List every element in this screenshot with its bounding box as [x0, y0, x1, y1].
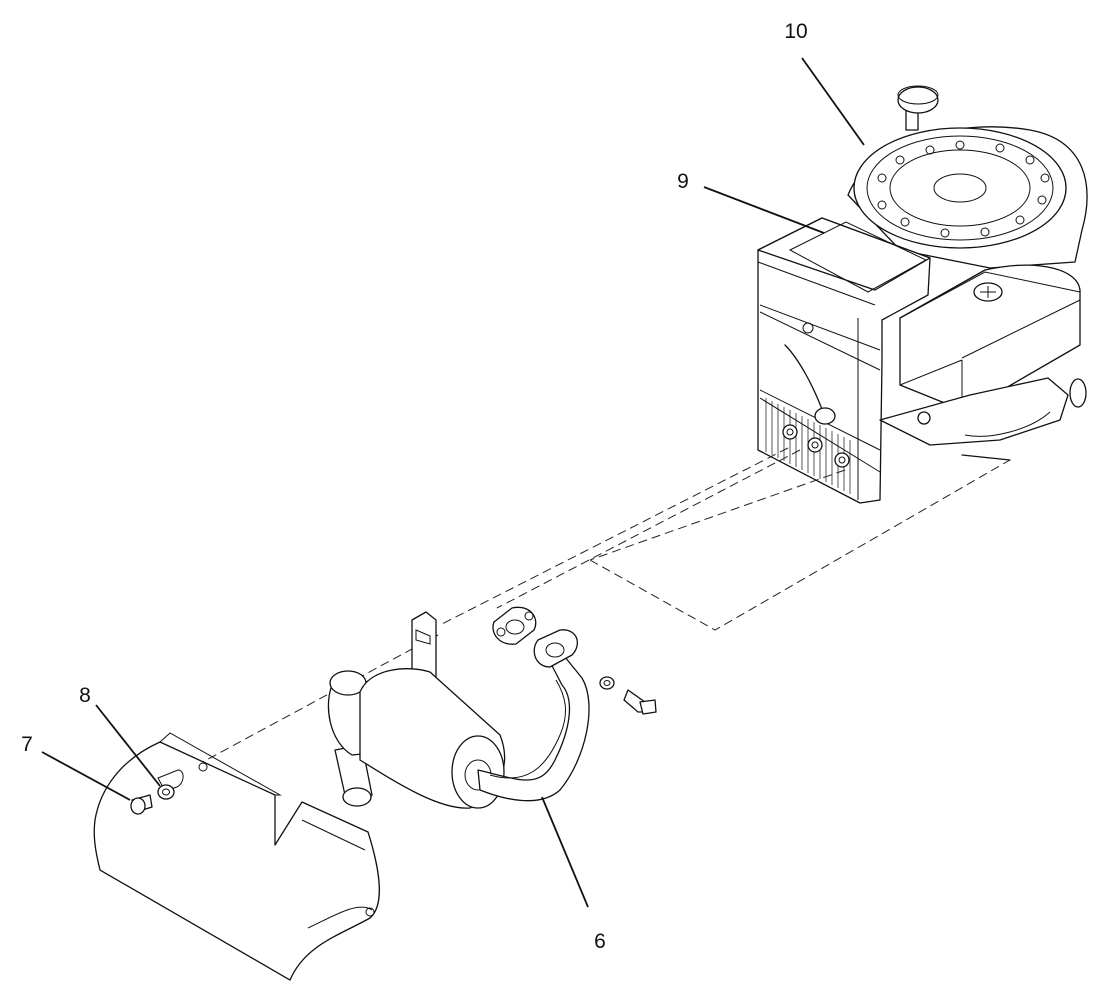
muffler-assembly	[327, 606, 657, 809]
exhaust-studs	[782, 424, 850, 468]
screw	[130, 794, 153, 815]
engine	[757, 85, 1088, 504]
leader-screw	[41, 751, 131, 801]
flywheel	[853, 127, 1067, 249]
leader-washer	[95, 704, 161, 787]
exhaust-gasket	[492, 606, 537, 645]
callout-washer: 8	[79, 684, 91, 707]
leader-flywheel	[801, 57, 865, 146]
callout-flywheel: 10	[784, 20, 807, 43]
muffler-guard	[93, 732, 380, 981]
flange-bolt	[599, 676, 657, 715]
leader-engine	[703, 186, 825, 234]
callout-screw: 7	[21, 733, 33, 756]
assembly-guide-lines	[109, 447, 1011, 816]
washer	[157, 784, 175, 800]
starter-knob	[897, 85, 939, 131]
callout-muffler-assembly: 6	[594, 930, 606, 953]
air-cleaner	[899, 264, 1081, 411]
leader-muffler	[541, 796, 589, 908]
callout-engine: 9	[677, 170, 689, 193]
